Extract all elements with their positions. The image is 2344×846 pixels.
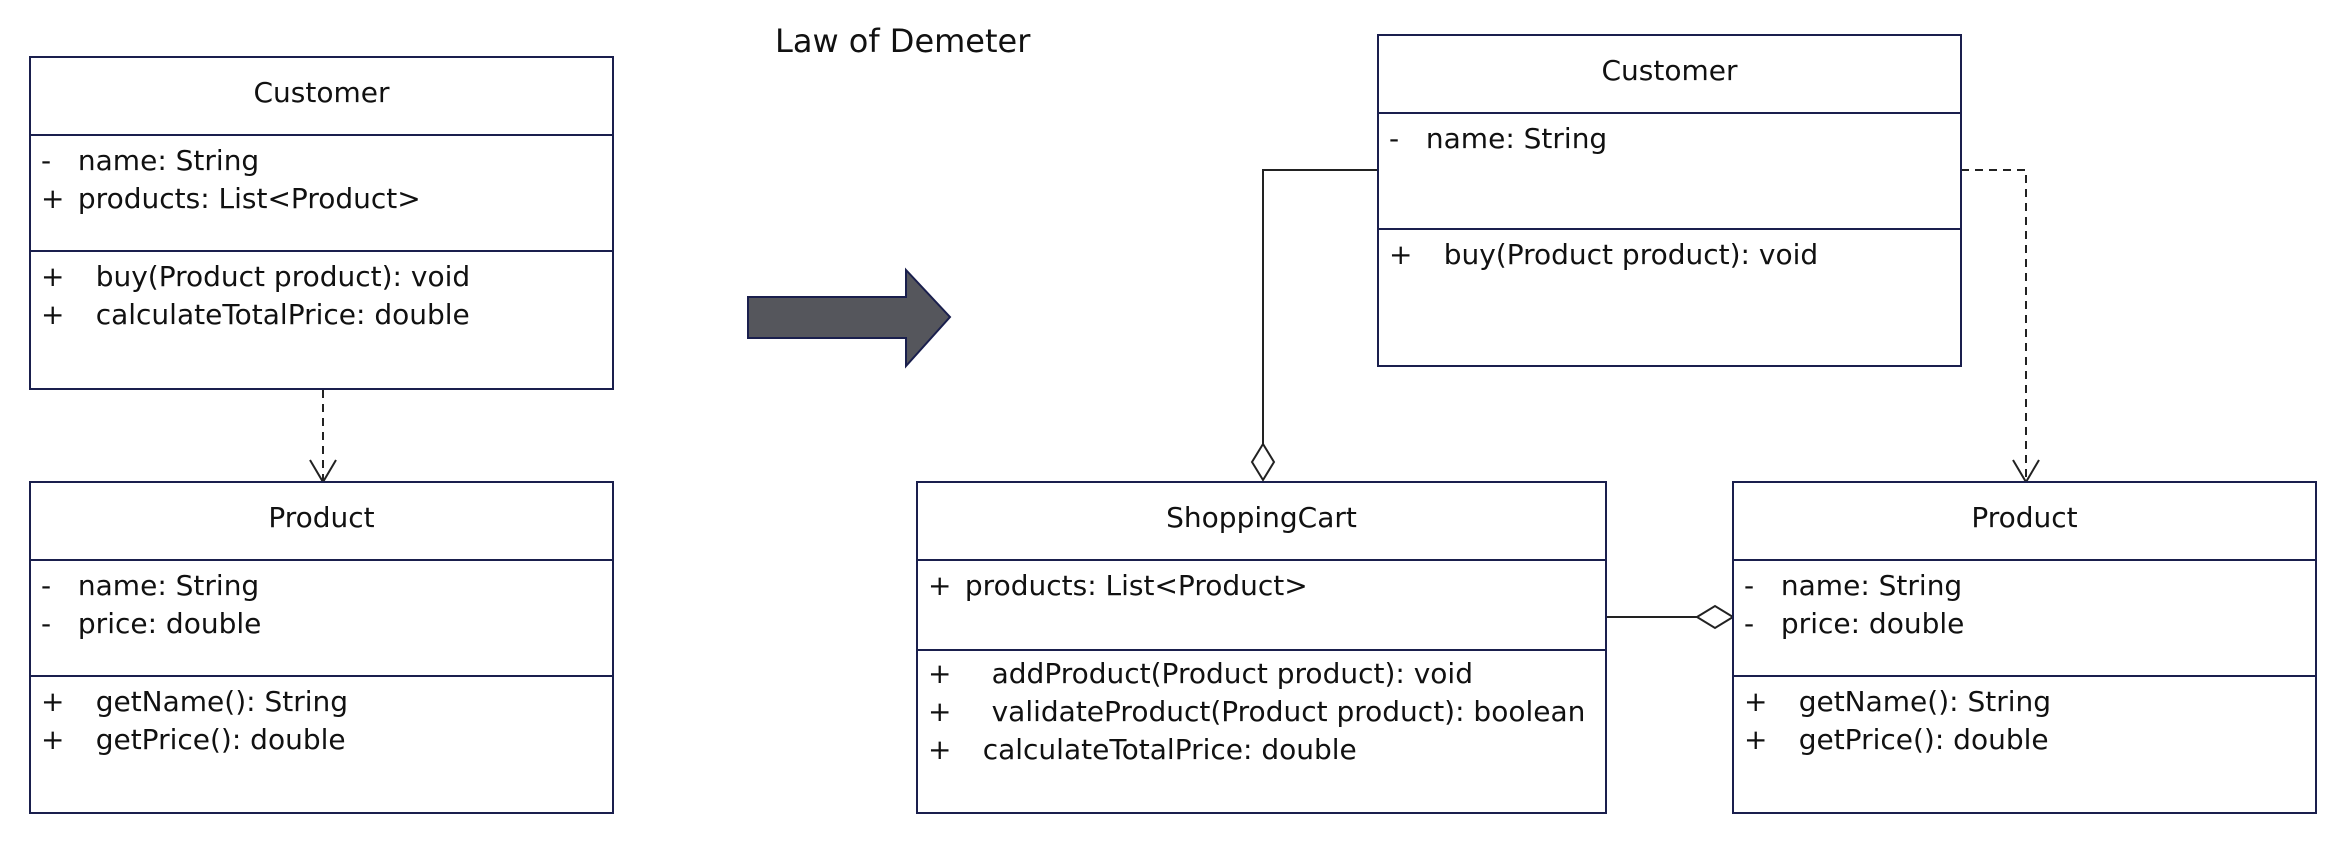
attribute-text: products: List<Product> [964,569,1308,602]
class-name-section: Product [31,483,612,561]
method-text: calculateTotalPrice: double [982,733,1357,766]
attribute-text: name: String [77,144,260,177]
method: + calculateTotalPrice: double [41,298,470,331]
attributes-section: + products: List<Product> [918,559,1605,649]
methods-section: + addProduct(Product product): void + va… [918,649,1605,812]
class-product-after: Product - name: String - price: double +… [1732,481,2317,814]
method: + buy(Product product): void [41,260,470,293]
method: + getName(): String [41,685,348,718]
class-name-section: ShoppingCart [918,483,1605,561]
visibility-marker: + [1744,685,1768,718]
class-customer-after: Customer - name: String + buy(Product pr… [1377,34,1962,367]
class-name-section: Customer [1379,36,1960,114]
method-text: getPrice(): double [1798,723,2049,756]
method-text: buy(Product product): void [95,260,471,293]
visibility-marker: - [41,607,52,640]
class-name-section: Product [1734,483,2315,561]
attribute: - name: String [1744,569,1962,602]
visibility-marker: + [928,657,952,690]
visibility-marker: + [41,182,65,215]
method-text: validateProduct(Product product): boolea… [991,695,1586,728]
attribute: - price: double [41,607,261,640]
visibility-marker: + [928,695,952,728]
attribute: - name: String [41,569,259,602]
method-text: getPrice(): double [95,723,346,756]
method: + getPrice(): double [1744,723,2049,756]
method-text: getName(): String [95,685,349,718]
attributes-section: - name: String - price: double [31,559,612,675]
class-shoppingcart: ShoppingCart + products: List<Product> +… [916,481,1607,814]
visibility-marker: + [41,260,65,293]
attribute: + products: List<Product> [928,569,1308,602]
attribute-text: name: String [1780,569,1963,602]
method: + calculateTotalPrice: double [928,733,1357,766]
attribute-text: name: String [1425,122,1608,155]
attribute-text: name: String [77,569,260,602]
method-text: addProduct(Product product): void [991,657,1473,690]
attributes-section: - name: String [1379,112,1960,228]
class-product-before: Product - name: String - price: double +… [29,481,614,814]
aggregation-line-customer-cart [1262,169,1378,445]
visibility-marker: - [1744,569,1755,602]
method-text: buy(Product product): void [1443,238,1819,271]
method: + buy(Product product): void [1389,238,1818,271]
attribute-text: price: double [77,607,262,640]
attributes-section: - name: String + products: List<Product> [31,134,612,250]
attribute: - name: String [41,144,259,177]
visibility-marker: + [928,733,952,766]
method-text: calculateTotalPrice: double [95,298,470,331]
visibility-marker: + [41,685,65,718]
class-name: Customer [253,76,390,109]
visibility-marker: - [1389,122,1400,155]
method-text: getName(): String [1798,685,2052,718]
attribute-text: price: double [1780,607,1965,640]
aggregation-diamond-customer-cart [1250,442,1276,482]
dependency-line-right [1961,169,2027,480]
attribute: - price: double [1744,607,1964,640]
visibility-marker: + [41,298,65,331]
method: + addProduct(Product product): void [928,657,1473,690]
class-name: Product [1971,501,2078,534]
visibility-marker: - [41,144,52,177]
class-name: Customer [1601,54,1738,87]
method: + getName(): String [1744,685,2051,718]
transform-arrow [747,267,952,369]
method: + validateProduct(Product product): bool… [928,695,1585,728]
class-name: Product [268,501,375,534]
visibility-marker: - [41,569,52,602]
attributes-section: - name: String - price: double [1734,559,2315,675]
visibility-marker: - [1744,607,1755,640]
class-customer-before: Customer - name: String + products: List… [29,56,614,390]
class-name: ShoppingCart [1166,501,1357,534]
attribute: - name: String [1389,122,1607,155]
methods-section: + getName(): String + getPrice(): double [31,675,612,812]
visibility-marker: + [1389,238,1413,271]
attribute-text: products: List<Product> [77,182,421,215]
aggregation-diamond-cart-product [1695,604,1735,630]
method: + getPrice(): double [41,723,346,756]
class-name-section: Customer [31,58,612,136]
methods-section: + buy(Product product): void [1379,228,1960,365]
visibility-marker: + [1744,723,1768,756]
attribute: + products: List<Product> [41,182,421,215]
diagram-title: Law of Demeter [775,22,1031,60]
methods-section: + getName(): String + getPrice(): double [1734,675,2315,812]
methods-section: + buy(Product product): void + calculate… [31,250,612,388]
visibility-marker: + [41,723,65,756]
visibility-marker: + [928,569,952,602]
